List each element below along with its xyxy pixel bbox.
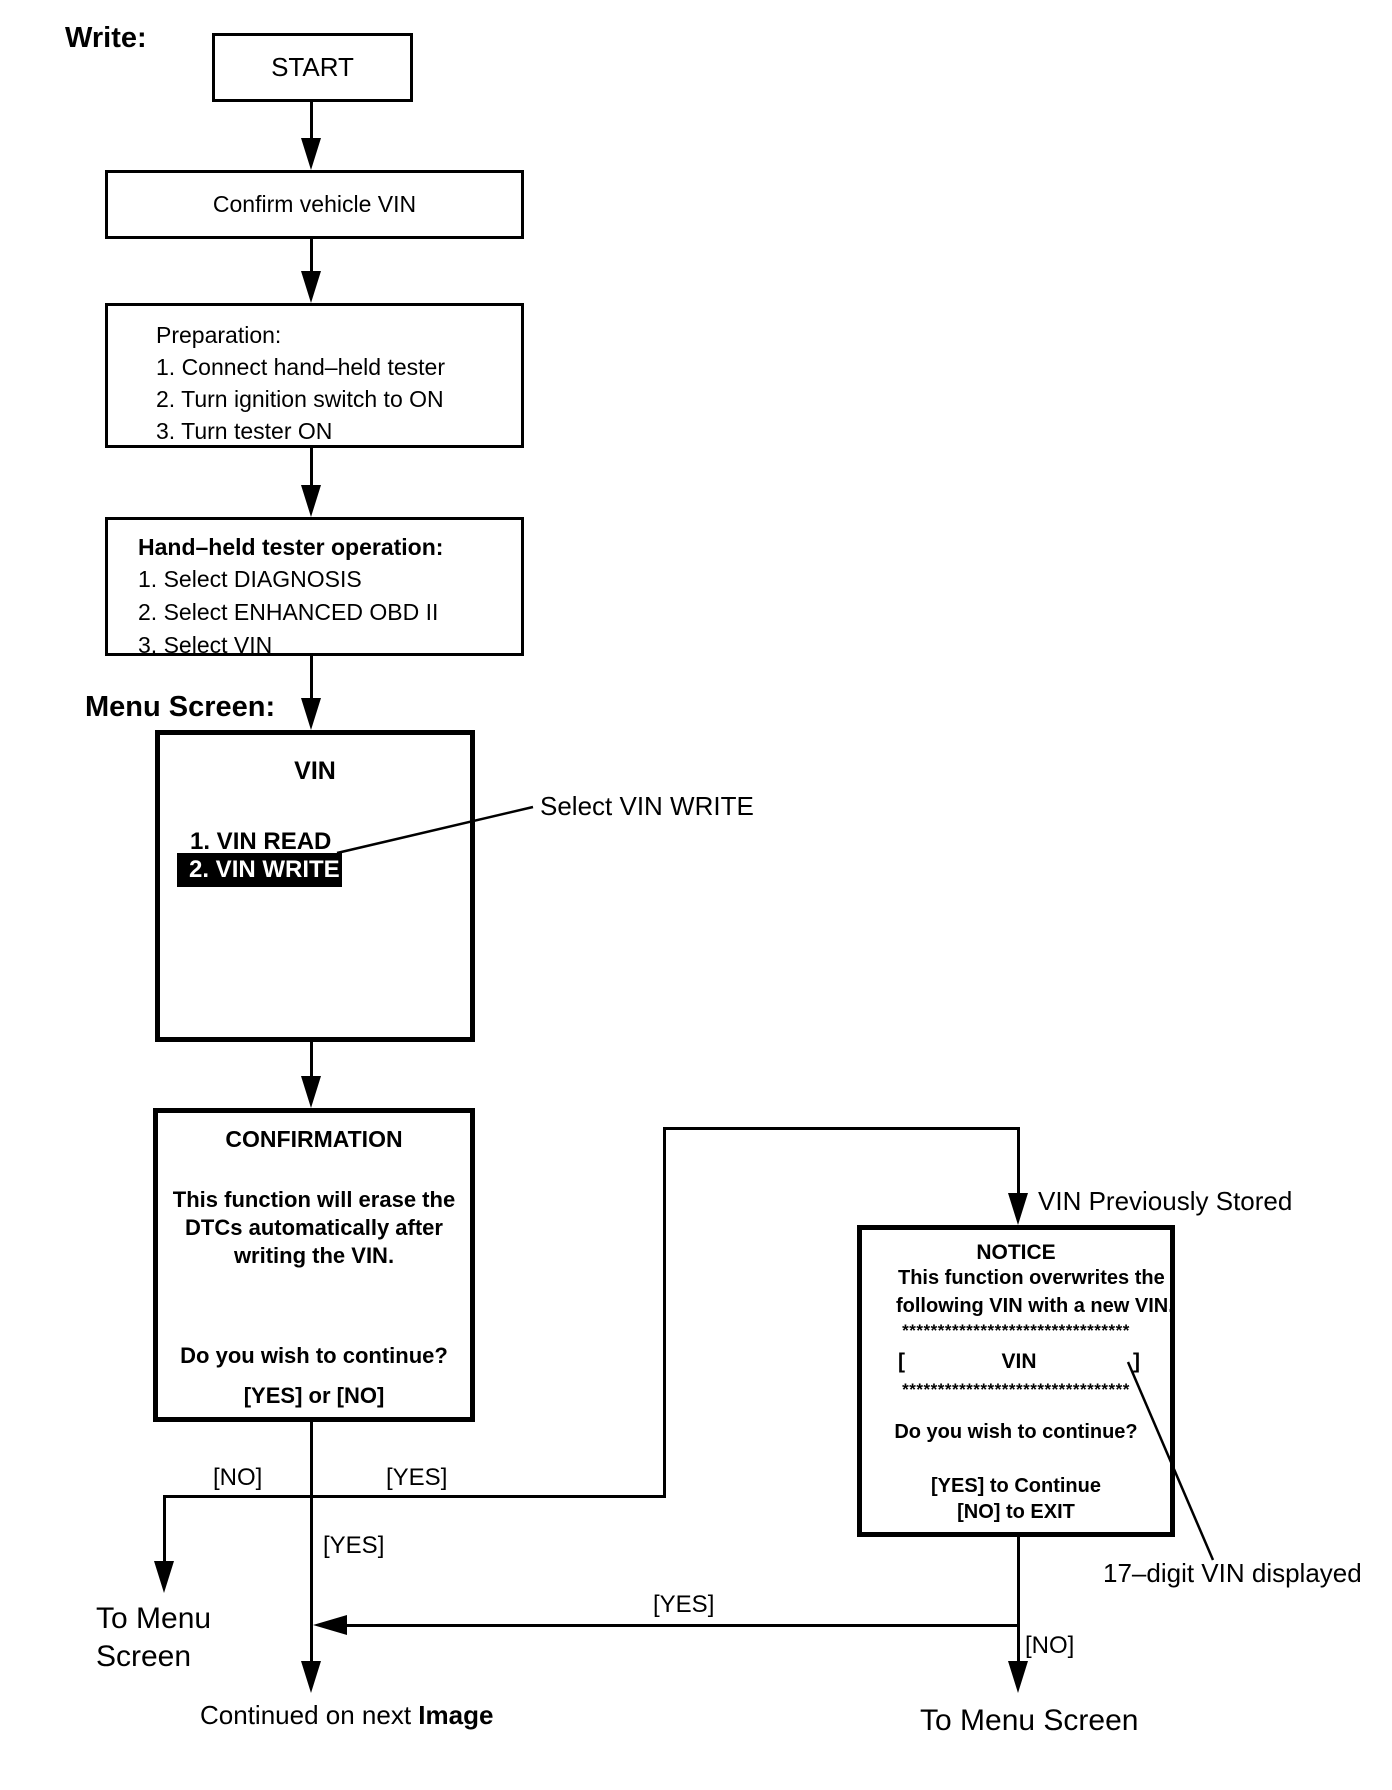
vin-menu-screen: VIN 1. VIN READ 2. VIN WRITE xyxy=(155,730,475,1042)
vin-bracket-open: [ xyxy=(898,1350,905,1373)
notice-stars-bottom: ******************************** xyxy=(902,1380,1130,1399)
tester-operation-title: Hand–held tester operation: xyxy=(138,534,444,560)
connector-confirmation-to-next xyxy=(310,1420,313,1663)
arrowhead-down-icon xyxy=(301,1661,321,1693)
connector-yes-branch-vertical xyxy=(663,1127,666,1498)
arrowhead-down-icon xyxy=(301,698,321,730)
to-menu-screen-left-label: To Menu Screen xyxy=(96,1602,212,1673)
preparation-step: 3. Turn tester ON xyxy=(156,418,333,444)
connector-no-branch-vertical xyxy=(163,1495,166,1565)
tester-operation-step: 2. Select ENHANCED OBD II xyxy=(138,599,439,625)
notice-yes-line: [YES] to Continue xyxy=(931,1475,1101,1497)
connector-confirm-to-preparation xyxy=(310,237,313,273)
select-vin-write-callout: Select VIN WRITE xyxy=(540,791,754,821)
notice-vin-row: [ VIN ] xyxy=(862,1350,1170,1374)
notice-stars-top: ******************************** xyxy=(902,1321,1130,1340)
tester-operation-step: 1. Select DIAGNOSIS xyxy=(138,566,362,592)
connector-to-notice-vertical xyxy=(1017,1127,1020,1197)
confirmation-title: CONFIRMATION xyxy=(225,1126,403,1152)
connector-to-notice-horizontal xyxy=(663,1127,1020,1130)
select-vin-write-callout-line xyxy=(336,805,534,855)
arrowhead-left-icon xyxy=(313,1615,347,1635)
yes-label-confirmation-down: [YES] xyxy=(323,1532,385,1559)
arrowhead-down-icon xyxy=(301,138,321,170)
arrowhead-down-icon xyxy=(301,271,321,303)
notice-screen: NOTICE This function overwrites the foll… xyxy=(857,1225,1175,1537)
write-section-label: Write: xyxy=(65,22,147,54)
notice-title: NOTICE xyxy=(976,1241,1056,1264)
no-label-confirmation: [NO] xyxy=(213,1464,263,1491)
arrowhead-down-icon xyxy=(301,1076,321,1108)
confirm-vin-box: Confirm vehicle VIN xyxy=(105,170,524,239)
notice-question: Do you wish to continue? xyxy=(894,1421,1138,1443)
confirmation-question: Do you wish to continue? xyxy=(180,1343,448,1368)
arrowhead-down-icon xyxy=(154,1561,174,1593)
no-label-notice: [NO] xyxy=(1025,1632,1075,1659)
preparation-step: 2. Turn ignition switch to ON xyxy=(156,386,444,412)
menu-item-vin-read: 1. VIN READ xyxy=(190,828,332,855)
arrowhead-down-icon xyxy=(301,485,321,517)
connector-tester-to-menu xyxy=(310,654,313,700)
continued-next-image-label: Continued on next Image xyxy=(200,1700,494,1730)
arrowhead-down-icon xyxy=(1008,1661,1028,1693)
connector-no-branch-horizontal xyxy=(163,1495,313,1498)
vin-previously-stored-note: VIN Previously Stored xyxy=(1038,1186,1293,1216)
vin-field-label: VIN xyxy=(1001,1350,1037,1373)
confirmation-body: This function will erase the DTCs automa… xyxy=(172,1187,456,1268)
yes-label-confirmation-right: [YES] xyxy=(386,1464,448,1491)
arrowhead-down-icon xyxy=(1008,1193,1028,1225)
confirmation-options: [YES] or [NO] xyxy=(243,1383,385,1408)
vin-17-digit-note: 17–digit VIN displayed xyxy=(1103,1558,1362,1588)
tester-operation-step: 3. Select VIN xyxy=(138,632,273,658)
preparation-step: 1. Connect hand–held tester xyxy=(156,354,445,380)
preparation-title: Preparation: xyxy=(156,322,282,348)
connector-yes-branch-horizontal xyxy=(311,1495,666,1498)
menu-item-vin-write-highlighted: 2. VIN WRITE xyxy=(177,853,342,887)
notice-line1: This function overwrites the xyxy=(898,1267,1165,1289)
notice-line2: following VIN with a new VIN. xyxy=(896,1295,1174,1317)
connector-preparation-to-tester xyxy=(310,446,313,487)
connector-notice-yes-return xyxy=(345,1624,1020,1627)
notice-no-line: [NO] to EXIT xyxy=(957,1501,1075,1523)
connector-start-to-confirm xyxy=(310,100,313,140)
preparation-box: Preparation: 1. Connect hand–held tester… xyxy=(105,303,524,448)
vin-bracket-close: ] xyxy=(1132,1350,1140,1373)
confirmation-screen: CONFIRMATION This function will erase th… xyxy=(153,1108,475,1422)
menu-screen-section-label: Menu Screen: xyxy=(85,691,276,723)
vin-menu-title: VIN xyxy=(294,757,336,785)
to-menu-screen-right-label: To Menu Screen xyxy=(920,1704,1139,1737)
confirm-vin-label: Confirm vehicle VIN xyxy=(212,191,417,217)
connector-notice-no-vertical xyxy=(1017,1535,1020,1663)
yes-label-notice-return: [YES] xyxy=(653,1591,715,1618)
vin-17-digit-callout-line xyxy=(1126,1361,1215,1561)
start-label: START xyxy=(271,52,354,82)
connector-menu-to-confirmation xyxy=(310,1040,313,1078)
tester-operation-box: Hand–held tester operation: 1. Select DI… xyxy=(105,517,524,658)
